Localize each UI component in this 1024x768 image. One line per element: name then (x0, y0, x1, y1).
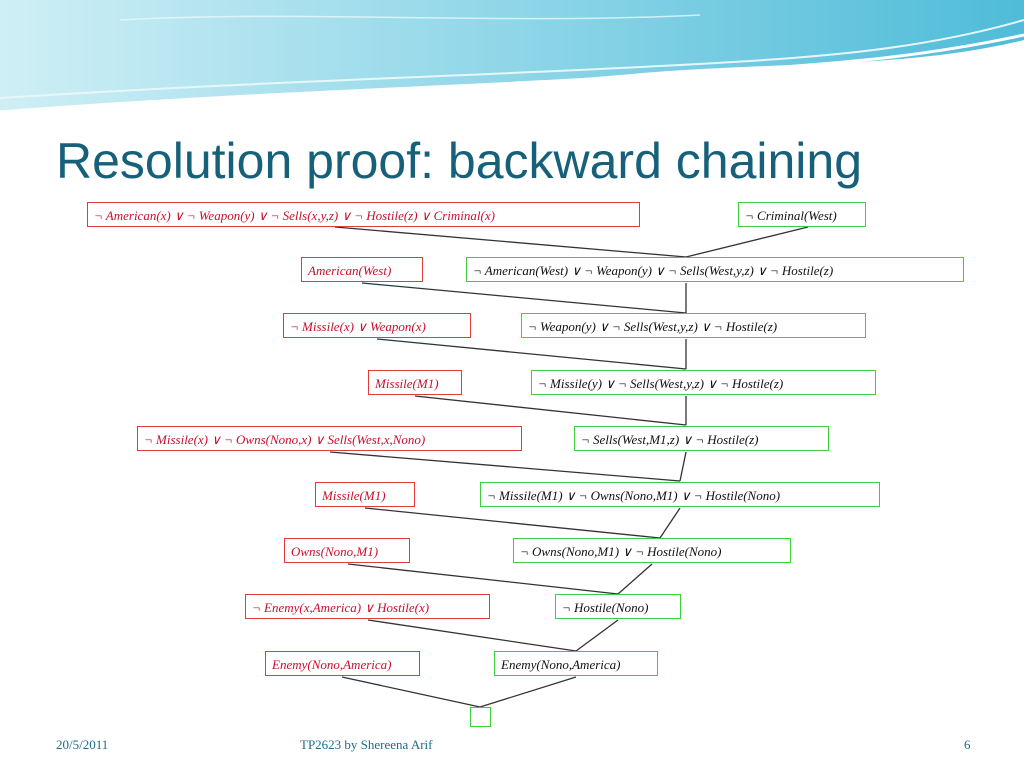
goal-clause: ¬ Missile(y) ∨ ¬ Sells(West,y,z) ∨ ¬ Hos… (531, 370, 876, 395)
footer-author: TP2623 by Shereena Arif (300, 737, 433, 752)
footer-date: 20/5/2011 (56, 737, 109, 752)
kb-clause: ¬ Missile(x) ∨ ¬ Owns(Nono,x) ∨ Sells(We… (137, 426, 522, 451)
goal-clause: ¬ Sells(West,M1,z) ∨ ¬ Hostile(z) (574, 426, 829, 451)
kb-clause: Owns(Nono,M1) (284, 538, 410, 563)
kb-clause: American(West) (301, 257, 423, 282)
kb-clause: Missile(M1) (315, 482, 415, 507)
slide-title: Resolution proof: backward chaining (56, 133, 863, 189)
kb-clause: ¬ Enemy(x,America) ∨ Hostile(x) (245, 594, 490, 619)
kb-clause: ¬ American(x) ∨ ¬ Weapon(y) ∨ ¬ Sells(x,… (87, 202, 640, 227)
goal-clause: ¬ Missile(M1) ∨ ¬ Owns(Nono,M1) ∨ ¬ Host… (480, 482, 880, 507)
goal-clause: ¬ Criminal(West) (738, 202, 866, 227)
kb-clause: Enemy(Nono,America) (265, 651, 420, 676)
goal-clause: ¬ Weapon(y) ∨ ¬ Sells(West,y,z) ∨ ¬ Host… (521, 313, 866, 338)
goal-clause: ¬ American(West) ∨ ¬ Weapon(y) ∨ ¬ Sells… (466, 257, 964, 282)
kb-clause: Missile(M1) (368, 370, 462, 395)
goal-clause: ¬ Owns(Nono,M1) ∨ ¬ Hostile(Nono) (513, 538, 791, 563)
empty-clause (470, 707, 491, 727)
footer-page-number: 6 (964, 737, 971, 752)
kb-clause: ¬ Missile(x) ∨ Weapon(x) (283, 313, 471, 338)
goal-clause: ¬ Hostile(Nono) (555, 594, 681, 619)
goal-clause: Enemy(Nono,America) (494, 651, 658, 676)
header-wave-decoration (0, 0, 1024, 114)
